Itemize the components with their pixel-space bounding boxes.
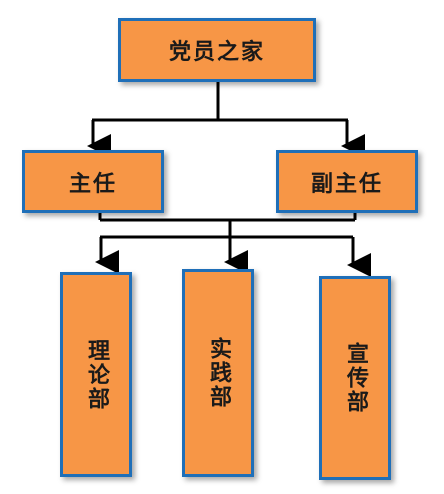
deputy-director-label: 副主任 <box>310 171 383 197</box>
publicity-dept-label: 宣传部 <box>343 342 368 414</box>
director-node: 主任 <box>22 150 164 213</box>
practice-dept-node: 实践部 <box>182 269 254 477</box>
root-label: 党员之家 <box>168 40 265 65</box>
publicity-dept-node: 宣传部 <box>319 276 391 480</box>
root-node: 党员之家 <box>118 18 316 82</box>
director-label: 主任 <box>68 171 117 197</box>
theory-dept-node: 理论部 <box>60 272 132 477</box>
practice-dept-label: 实践部 <box>206 337 231 409</box>
theory-dept-label: 理论部 <box>84 338 109 411</box>
deputy-director-node: 副主任 <box>276 150 418 213</box>
